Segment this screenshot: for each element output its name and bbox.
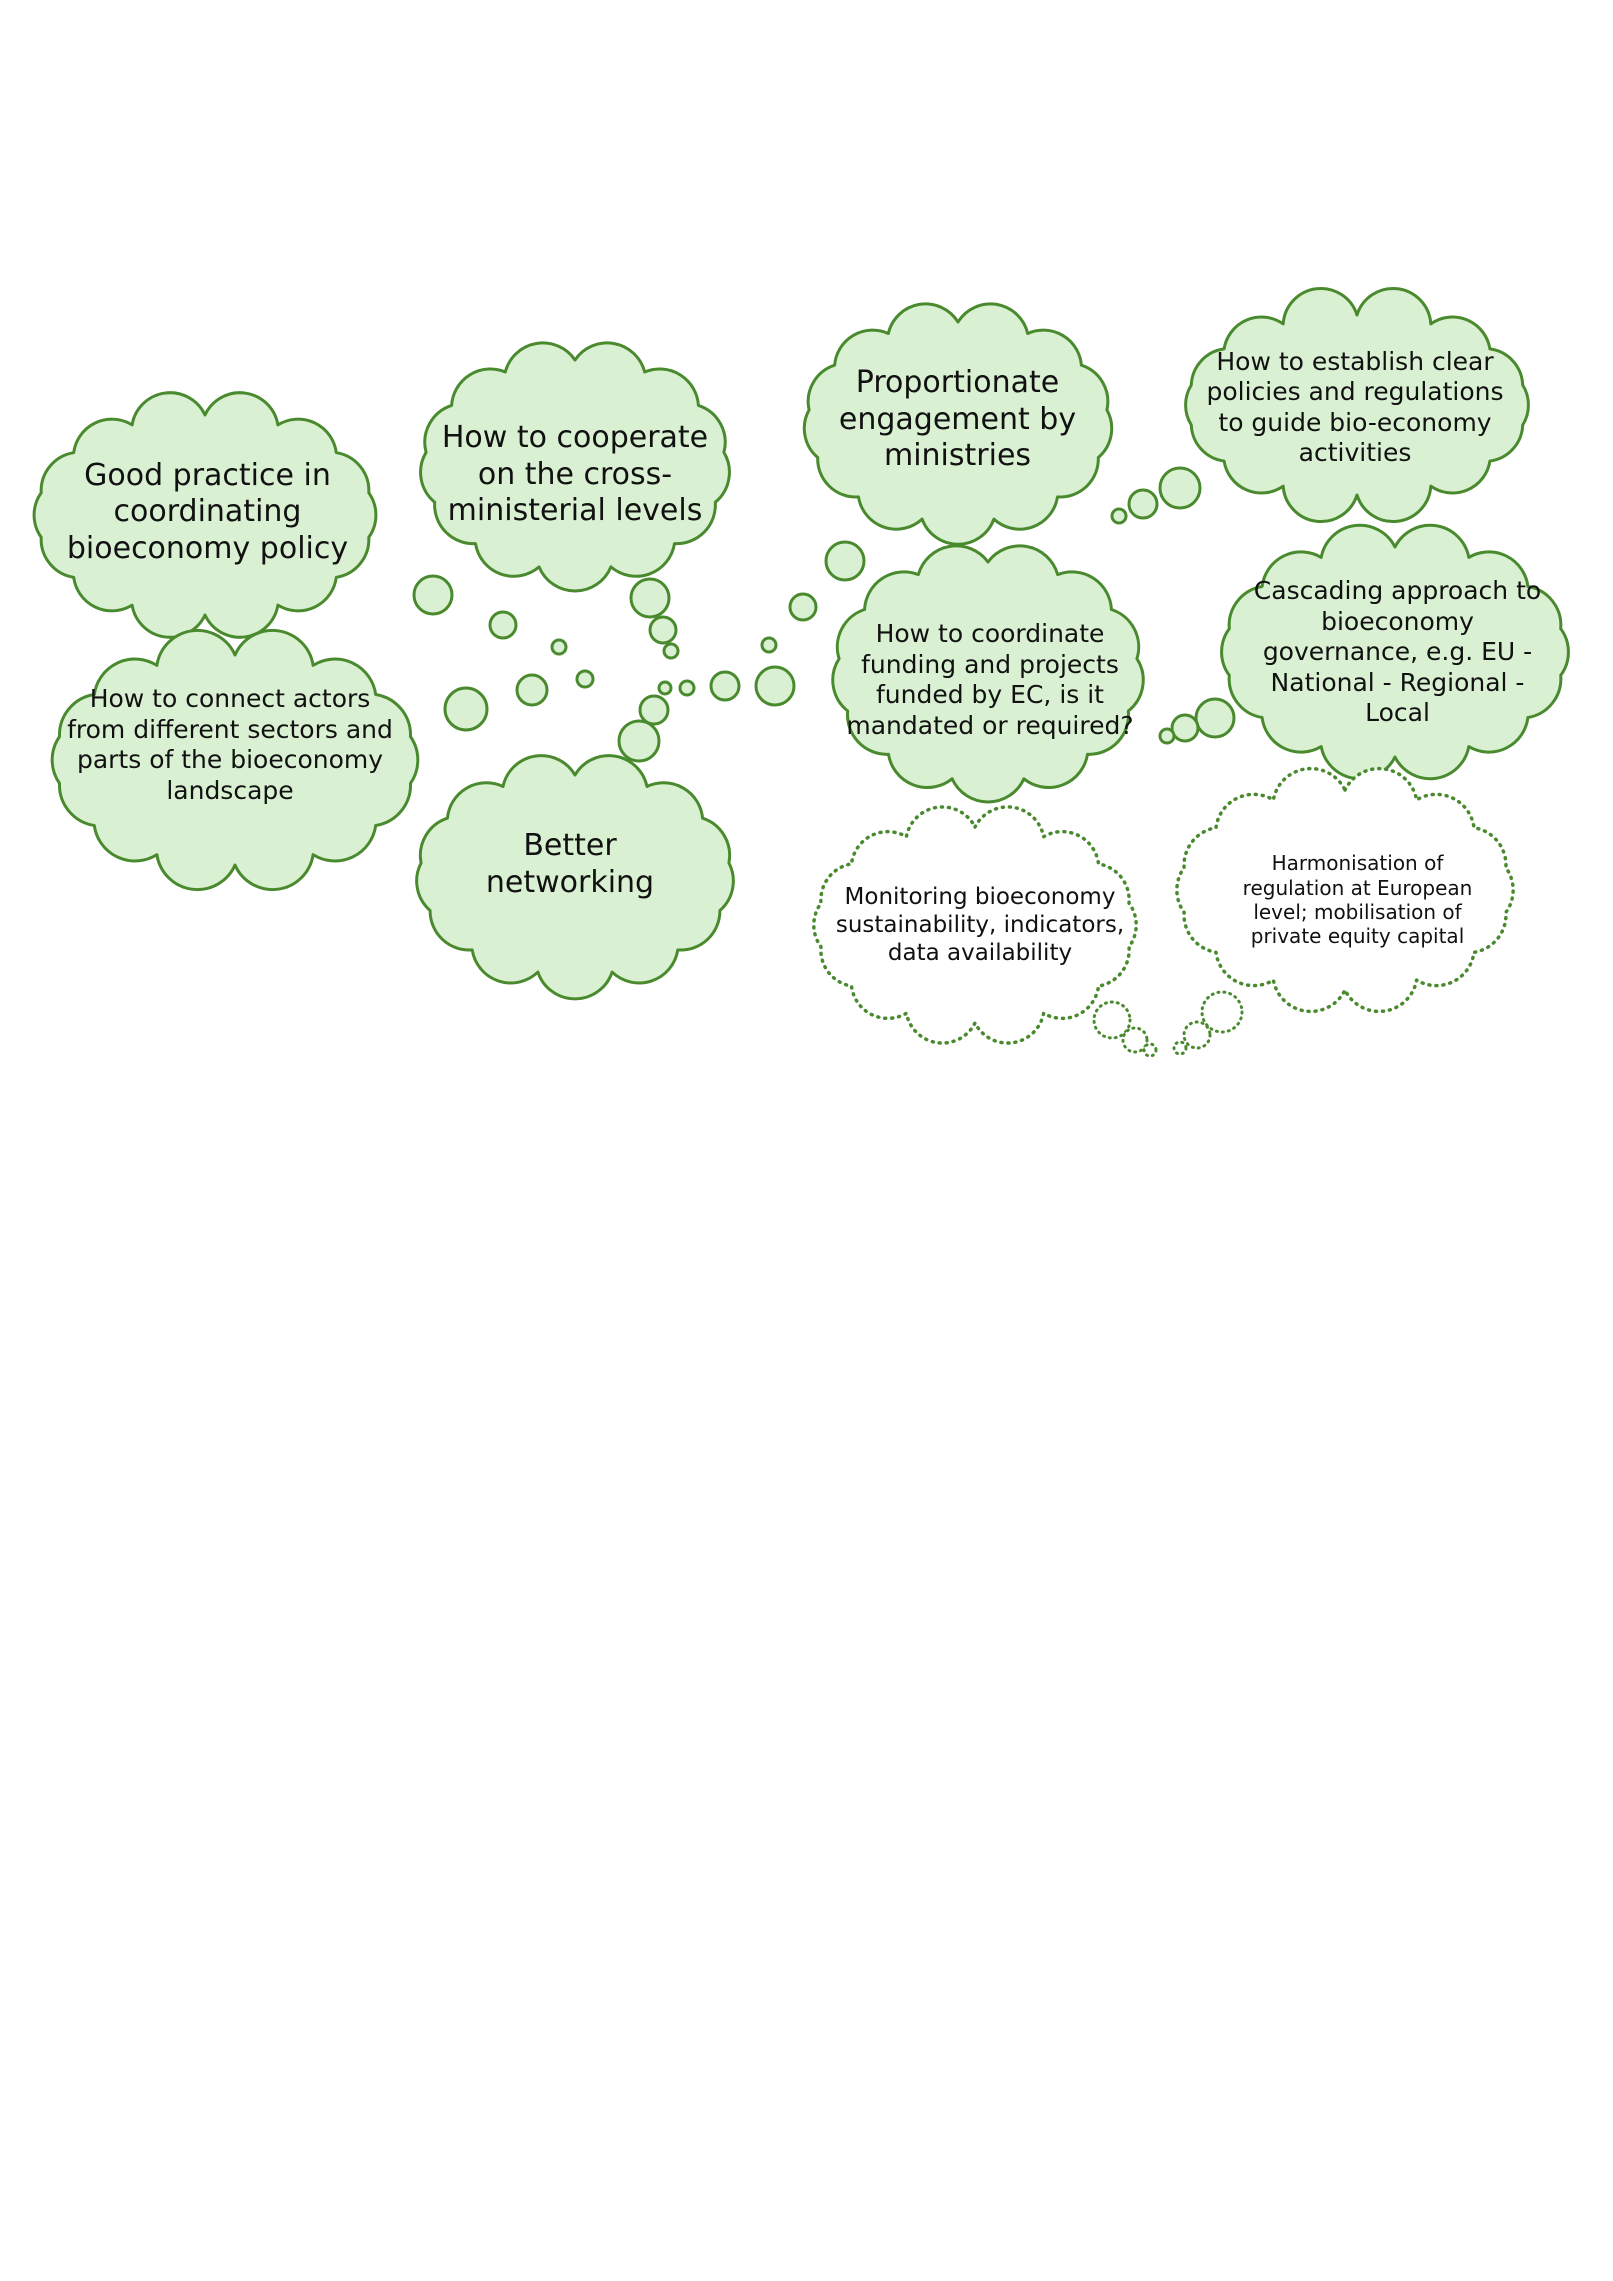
thought-bubble-dot	[648, 615, 678, 645]
cloud-cascading	[1220, 523, 1570, 781]
cloud-harmonisation	[1175, 766, 1515, 1014]
cloud-text-connect-actors: How to connect actors from different sec…	[67, 684, 393, 805]
cloud-coordinate-funding	[831, 544, 1145, 804]
thought-bubble-dot	[488, 610, 518, 640]
thought-bubble-dot	[754, 665, 796, 707]
thought-bubble-dot	[678, 679, 696, 697]
thought-bubble-dot	[1194, 697, 1236, 739]
cloud-text-proportionate: Proportionate engagement by ministries	[838, 365, 1077, 474]
dotted-thought-bubble-dot	[1142, 1042, 1158, 1058]
thought-bubble-dot	[1110, 507, 1128, 525]
cloud-cooperate	[419, 341, 731, 593]
thought-bubble-dot	[709, 670, 741, 702]
thought-bubble-dot	[760, 636, 778, 654]
cloud-connect-actors	[50, 628, 420, 892]
thought-bubble-dot	[443, 686, 489, 732]
dotted-thought-bubble-dot	[1121, 1026, 1149, 1054]
cloud-monitoring	[812, 805, 1138, 1045]
thought-bubble-dot	[1170, 713, 1200, 743]
dotted-thought-bubble-dot	[1172, 1040, 1188, 1056]
cloud-better-networking	[415, 754, 735, 1001]
cloud-text-cooperate: How to cooperate on the cross-ministeria…	[441, 420, 709, 529]
dotted-thought-bubble-dot	[1092, 1000, 1132, 1040]
thought-bubble-dot	[550, 638, 568, 656]
cloud-text-establish-policies: How to establish clear policies and regu…	[1206, 346, 1504, 468]
thought-bubble-dot	[515, 673, 549, 707]
thought-bubble-dot	[657, 680, 673, 696]
thought-bubble-dot	[638, 694, 670, 726]
thought-bubble-dot	[617, 719, 661, 763]
cloud-text-good-practice: Good practice in coordinating bioeconomy…	[66, 457, 349, 566]
cloud-text-coordinate-funding: How to coordinate funding and projects f…	[846, 619, 1134, 740]
thought-bubble-dot	[629, 577, 671, 619]
cloud-proportionate	[802, 302, 1114, 546]
cloud-text-cascading: Cascading approach to bioeconomy governa…	[1253, 576, 1542, 728]
thought-bubble-dot	[662, 642, 680, 660]
cloud-good-practice	[32, 391, 378, 639]
cloud-establish-policies	[1184, 287, 1530, 523]
thought-bubble-dot	[788, 592, 818, 622]
cloud-text-harmonisation: Harmonisation of regulation at European …	[1242, 851, 1473, 949]
thought-bubble-dot	[824, 540, 866, 582]
thought-bubble-dot	[1158, 727, 1176, 745]
dotted-thought-bubble-dot	[1200, 990, 1244, 1034]
thought-bubble-dot	[575, 669, 595, 689]
thought-bubble-dot	[412, 574, 454, 616]
thought-bubble-dot	[1127, 488, 1159, 520]
cloud-text-monitoring: Monitoring bioeconomy sustainability, in…	[835, 883, 1125, 967]
cloud-text-better-networking: Better networking	[485, 828, 655, 900]
dotted-thought-bubble-dot	[1182, 1020, 1212, 1050]
thought-bubble-dot	[1158, 466, 1202, 510]
